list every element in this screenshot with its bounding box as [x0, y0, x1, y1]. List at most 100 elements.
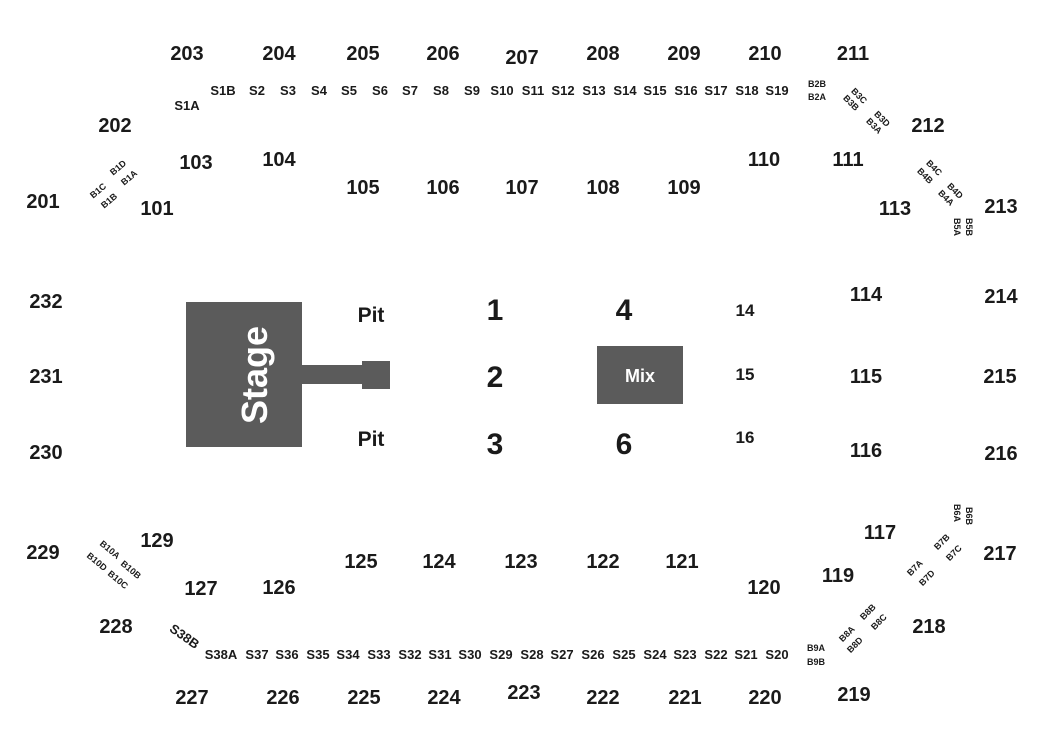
suite-s14[interactable]: S14: [613, 83, 637, 98]
section-113[interactable]: 113: [879, 198, 911, 220]
section-207[interactable]: 207: [505, 47, 538, 69]
box-b6b[interactable]: B6B: [964, 507, 974, 526]
suite-s25[interactable]: S25: [612, 647, 635, 662]
section-127[interactable]: 127: [184, 578, 217, 600]
section-123[interactable]: 123: [504, 551, 537, 573]
section-117[interactable]: 117: [864, 522, 896, 544]
suite-s12[interactable]: S12: [551, 83, 574, 98]
section-124[interactable]: 124: [422, 551, 456, 573]
suite-s18[interactable]: S18: [735, 83, 758, 98]
section-108[interactable]: 108: [586, 177, 619, 199]
section-116[interactable]: 116: [850, 440, 882, 462]
section-225[interactable]: 225: [347, 687, 380, 709]
suite-s27[interactable]: S27: [550, 647, 573, 662]
section-229[interactable]: 229: [26, 542, 59, 564]
section-224[interactable]: 224: [427, 687, 461, 709]
suite-s22[interactable]: S22: [704, 647, 727, 662]
section-floor-2[interactable]: 2: [487, 361, 504, 394]
section-216[interactable]: 216: [984, 443, 1017, 465]
section-pit-upper[interactable]: Pit: [358, 304, 385, 327]
box-b9a[interactable]: B9A: [807, 643, 826, 653]
suite-s2[interactable]: S2: [249, 83, 265, 98]
box-b6a[interactable]: B6A: [952, 504, 962, 523]
suite-s17[interactable]: S17: [704, 83, 727, 98]
box-b7c[interactable]: B7C: [944, 543, 964, 563]
suite-s16[interactable]: S16: [674, 83, 697, 98]
section-pit-lower[interactable]: Pit: [358, 428, 385, 451]
section-floor-3[interactable]: 3: [487, 428, 504, 461]
section-230[interactable]: 230: [29, 442, 62, 464]
section-218[interactable]: 218: [912, 616, 945, 638]
suite-s10[interactable]: S10: [490, 83, 513, 98]
section-228[interactable]: 228: [99, 616, 132, 638]
section-215[interactable]: 215: [983, 366, 1016, 388]
section-232[interactable]: 232: [29, 291, 62, 313]
section-119[interactable]: 119: [822, 565, 854, 587]
section-floor-4[interactable]: 4: [616, 294, 633, 327]
section-219[interactable]: 219: [837, 684, 870, 706]
section-120[interactable]: 120: [747, 577, 780, 599]
suite-s6[interactable]: S6: [372, 83, 388, 98]
section-129[interactable]: 129: [140, 530, 173, 552]
suite-s9[interactable]: S9: [464, 83, 480, 98]
suite-s1a[interactable]: S1A: [174, 98, 200, 113]
section-204[interactable]: 204: [262, 43, 296, 65]
suite-s32[interactable]: S32: [398, 647, 421, 662]
suite-s5[interactable]: S5: [341, 83, 357, 98]
section-121[interactable]: 121: [665, 551, 698, 573]
section-101[interactable]: 101: [140, 198, 173, 220]
section-210[interactable]: 210: [748, 43, 781, 65]
suite-s29[interactable]: S29: [489, 647, 512, 662]
suite-s26[interactable]: S26: [581, 647, 604, 662]
section-107[interactable]: 107: [505, 177, 538, 199]
suite-s1b[interactable]: S1B: [210, 83, 235, 98]
section-floor-6[interactable]: 6: [616, 428, 633, 461]
box-b7b[interactable]: B7B: [932, 532, 952, 552]
suite-s23[interactable]: S23: [673, 647, 696, 662]
section-205[interactable]: 205: [346, 43, 379, 65]
section-103[interactable]: 103: [179, 152, 212, 174]
section-209[interactable]: 209: [667, 43, 700, 65]
section-211[interactable]: 211: [837, 43, 869, 65]
suite-s19[interactable]: S19: [765, 83, 788, 98]
section-111[interactable]: 111: [832, 149, 863, 171]
box-b2a[interactable]: B2A: [808, 92, 827, 102]
suite-s35[interactable]: S35: [306, 647, 329, 662]
section-203[interactable]: 203: [170, 43, 203, 65]
suite-s8[interactable]: S8: [433, 83, 449, 98]
section-115[interactable]: 115: [850, 366, 882, 388]
section-217[interactable]: 217: [983, 543, 1016, 565]
box-b9b[interactable]: B9B: [807, 657, 826, 667]
suite-s30[interactable]: S30: [458, 647, 481, 662]
suite-s34[interactable]: S34: [336, 647, 360, 662]
section-floor-1[interactable]: 1: [487, 294, 504, 327]
section-223[interactable]: 223: [507, 682, 540, 704]
section-208[interactable]: 208: [586, 43, 619, 65]
box-b5b[interactable]: B5B: [964, 218, 974, 237]
section-222[interactable]: 222: [586, 687, 619, 709]
section-floor-16[interactable]: 16: [736, 428, 755, 447]
suite-s13[interactable]: S13: [582, 83, 605, 98]
box-b2b[interactable]: B2B: [808, 79, 827, 89]
box-b10d[interactable]: B10D: [85, 550, 109, 573]
mix-position[interactable]: Mix: [597, 346, 683, 404]
section-206[interactable]: 206: [426, 43, 459, 65]
section-221[interactable]: 221: [668, 687, 701, 709]
section-106[interactable]: 106: [426, 177, 459, 199]
section-201[interactable]: 201: [26, 191, 59, 213]
suite-s3[interactable]: S3: [280, 83, 296, 98]
section-125[interactable]: 125: [344, 551, 377, 573]
suite-s21[interactable]: S21: [734, 647, 757, 662]
section-220[interactable]: 220: [748, 687, 781, 709]
section-122[interactable]: 122: [586, 551, 619, 573]
section-231[interactable]: 231: [29, 366, 62, 388]
section-114[interactable]: 114: [850, 284, 883, 306]
section-105[interactable]: 105: [346, 177, 379, 199]
suite-s37[interactable]: S37: [245, 647, 268, 662]
section-floor-15[interactable]: 15: [736, 365, 755, 384]
suite-s33[interactable]: S33: [367, 647, 390, 662]
section-227[interactable]: 227: [175, 687, 208, 709]
suite-s38a[interactable]: S38A: [205, 647, 238, 662]
box-b7d[interactable]: B7D: [917, 568, 937, 588]
section-226[interactable]: 226: [266, 687, 299, 709]
